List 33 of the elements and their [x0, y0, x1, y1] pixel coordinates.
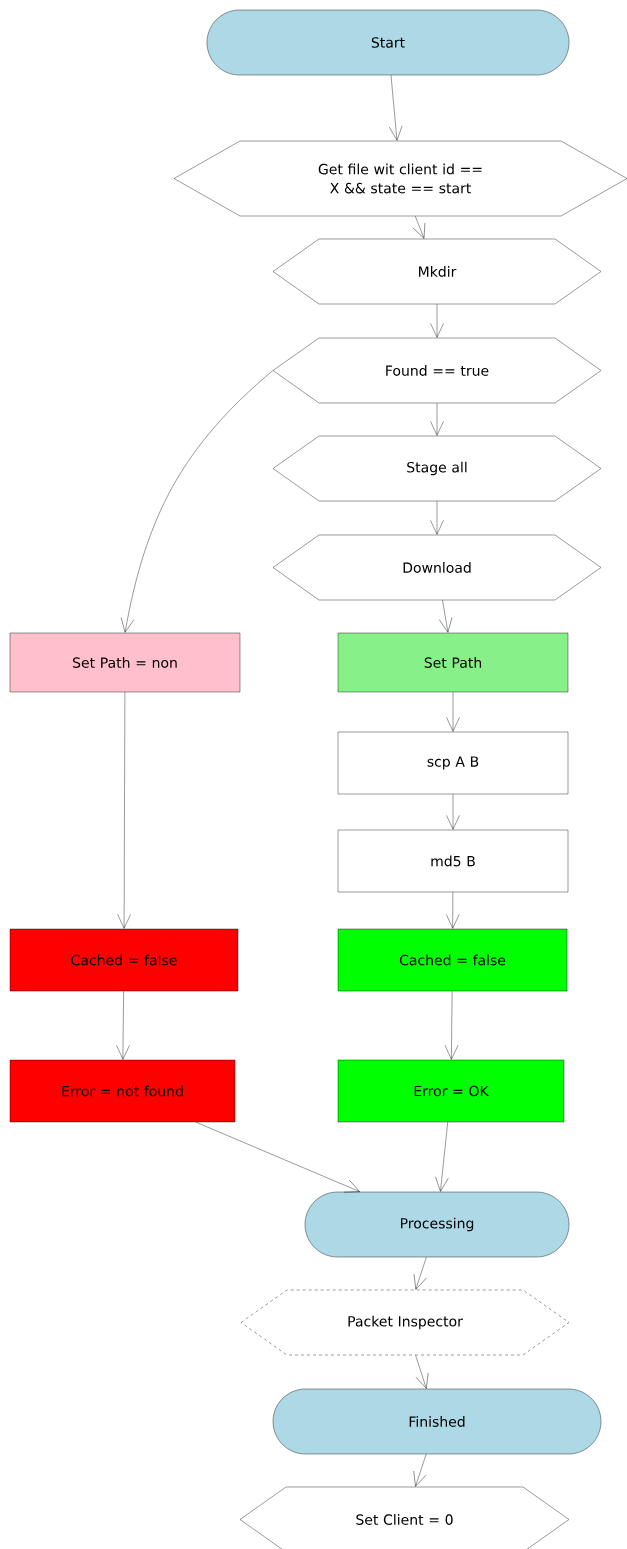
- hexagon-box: Stage all: [272, 435, 602, 502]
- hexagon-box: Set Client = 0: [239, 1486, 570, 1549]
- arrow: [446, 692, 460, 732]
- arrow: [412, 216, 426, 239]
- arrow: [116, 991, 130, 1060]
- hexagon-box: Found == true: [272, 337, 602, 404]
- hexagon-box: Packet Inspector: [240, 1289, 570, 1356]
- process-box: Set Path: [337, 632, 569, 693]
- hexagon-box: Mkdir: [272, 238, 602, 305]
- process-box: md5 B: [337, 829, 569, 893]
- hexagon-box: Download: [272, 534, 602, 601]
- arrow: [430, 403, 444, 436]
- hexagon-box: Get file wit client id == X && state == start: [173, 140, 627, 217]
- arrow: [195, 1122, 360, 1193]
- process-box: Error = not found: [9, 1059, 236, 1123]
- process-box: Error = OK: [337, 1059, 565, 1123]
- arrow: [446, 794, 460, 830]
- arrow: [117, 692, 131, 929]
- arrow: [430, 304, 444, 338]
- arrow: [446, 892, 460, 929]
- arrow: [444, 991, 459, 1060]
- process-box: Cached = false: [9, 928, 239, 992]
- process-box: Set Path = non: [9, 632, 241, 693]
- process-box: scp A B: [337, 731, 569, 795]
- arrow: [120, 370, 273, 633]
- arrow: [413, 1257, 427, 1290]
- arrow: [439, 600, 453, 633]
- arrow: [435, 1122, 449, 1192]
- process-box: Cached = false: [337, 928, 568, 992]
- arrow: [415, 1355, 429, 1389]
- arrow: [430, 501, 444, 535]
- arrow: [389, 75, 403, 141]
- arrow: [413, 1454, 427, 1487]
